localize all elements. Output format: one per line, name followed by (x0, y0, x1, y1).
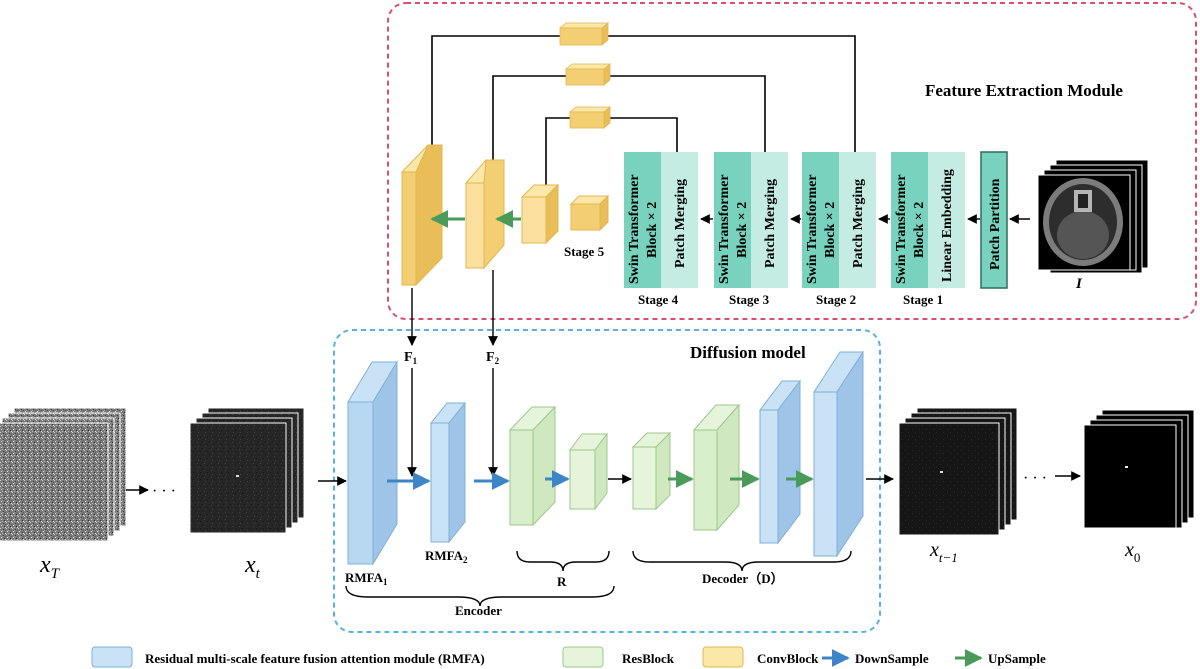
stage4-label: Stage 4 (638, 292, 679, 307)
xT-label: xT (39, 552, 61, 582)
decoder-rmfa-1 (758, 379, 802, 545)
decoder-resblock-1 (631, 431, 672, 511)
input-image-label: I (1075, 276, 1083, 292)
legend-rmfa-label: Residual multi-scale feature fusion atte… (145, 651, 485, 666)
stage1-embed-label: Linear Embedding (940, 169, 955, 282)
stage3-label: Stage 3 (729, 292, 770, 307)
stage2-label: Stage 2 (816, 292, 856, 307)
feature-module-title: Feature Extraction Module (925, 81, 1123, 100)
x0-label: x0 (1124, 539, 1140, 565)
legend-convblock-label: ConvBlock (757, 651, 819, 666)
resblock-r2 (569, 432, 608, 511)
legend-downsample-label: DownSample (855, 651, 929, 666)
skip-conv-block-3 (568, 106, 612, 129)
xt-label: xt (244, 552, 261, 582)
encoder-label: Encoder (455, 603, 502, 618)
x0-stack (1083, 409, 1195, 529)
stage2-block (802, 152, 876, 288)
skip-conv-block-1 (558, 22, 610, 46)
legend-upsample-label: UpSample (988, 651, 1046, 666)
rmfa2-label: RMFA2 (425, 548, 468, 565)
conv-block-large-1 (400, 144, 444, 287)
resblock-r1 (508, 405, 557, 527)
conv-block-medium (520, 183, 560, 245)
xt1-stack (898, 407, 1018, 536)
rmfa1-label: RMFA1 (345, 570, 388, 587)
stage4-block-count: Block × 2 (645, 202, 660, 258)
legend-convblock-swatch (702, 646, 744, 668)
skip-conv-block-2 (564, 63, 612, 86)
stage5-label: Stage 5 (564, 244, 605, 259)
stage3-block-count: Block × 2 (735, 202, 750, 258)
xT-noise-stack (0, 407, 127, 542)
f2-label: F2 (486, 350, 500, 366)
f1-label: F1 (404, 350, 418, 366)
feature-module-border (387, 2, 1197, 320)
stage1-swin-label: Swin Transformer (894, 174, 909, 284)
legend-resblock-swatch (562, 646, 604, 668)
stage4-swin-label: Swin Transformer (627, 174, 642, 284)
r-brace (516, 550, 610, 572)
rmfa2-block (429, 401, 467, 544)
stage2-block-count: Block × 2 (823, 202, 838, 258)
stage2-merge-label: Patch Merging (851, 179, 866, 268)
ellipsis-2: · · · (1023, 470, 1047, 487)
r-label: R (557, 574, 567, 589)
stage3-swin-label: Swin Transformer (717, 174, 732, 284)
rmfa1-block (347, 360, 398, 566)
conv-block-stage5 (569, 194, 610, 232)
skip-connections (431, 35, 856, 190)
stage2-swin-label: Swin Transformer (805, 174, 820, 284)
stage3-block (714, 152, 788, 288)
stage3-merge-label: Patch Merging (763, 179, 778, 268)
patch-partition-label: Patch Partition (988, 178, 1003, 270)
legend: Residual multi-scale feature fusion atte… (91, 646, 1046, 668)
diffusion-title: Diffusion model (690, 343, 806, 362)
stage1-block (891, 152, 965, 288)
decoder-label: Decoder（D） (702, 571, 784, 586)
stage4-merge-label: Patch Merging (673, 179, 688, 268)
ellipsis-1: · · · (152, 483, 176, 500)
patch-partition-block (980, 151, 1008, 289)
decoder-rmfa-2 (813, 350, 864, 558)
xt1-label: xt−1 (929, 539, 958, 565)
stage1-block-count: Block × 2 (912, 202, 927, 258)
ct-image-stack (1037, 159, 1149, 274)
decoder-brace (632, 550, 852, 572)
conv-block-large-2 (464, 159, 506, 270)
decoder-resblock-2 (692, 403, 741, 532)
xt-stack (189, 407, 305, 534)
legend-resblock-label: ResBlock (622, 651, 675, 666)
encoder-brace (345, 585, 615, 607)
stage4-block (624, 152, 698, 288)
stage1-label: Stage 1 (903, 292, 943, 307)
legend-rmfa-swatch (91, 646, 133, 668)
